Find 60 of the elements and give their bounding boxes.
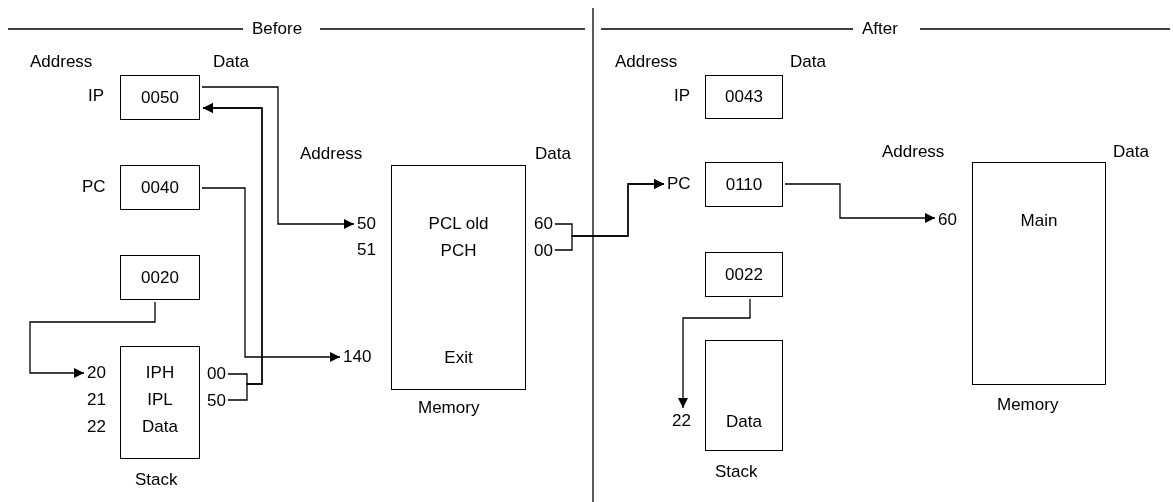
cell-text: Data bbox=[141, 417, 179, 437]
register-box bbox=[705, 162, 783, 207]
column-label: Address bbox=[615, 52, 678, 72]
cell-text: 0050 bbox=[140, 88, 180, 108]
address-value: 60 bbox=[938, 210, 957, 230]
cell-text: Exit bbox=[443, 348, 474, 368]
caption-label: IP bbox=[88, 86, 105, 106]
column-label: Address bbox=[882, 142, 945, 162]
cell-text: 0022 bbox=[724, 265, 764, 285]
address-value: PC bbox=[667, 174, 691, 194]
caption-label: IP bbox=[674, 86, 691, 106]
caption-label: Stack bbox=[135, 470, 178, 490]
cell-text: 0020 bbox=[140, 268, 180, 288]
arrow bbox=[201, 187, 341, 362]
caption-label: Memory bbox=[418, 398, 480, 418]
cell-text: 0040 bbox=[140, 178, 180, 198]
address-value: 00 bbox=[207, 364, 226, 384]
column-label: Data bbox=[1113, 142, 1149, 162]
arrow bbox=[201, 86, 355, 229]
column-label: Before bbox=[252, 19, 303, 39]
column-label: 21 bbox=[87, 390, 106, 410]
column-label: Data bbox=[790, 52, 826, 72]
memory-block bbox=[120, 346, 200, 459]
memory-block bbox=[972, 162, 1106, 385]
cell-text: IPH bbox=[144, 363, 176, 383]
cell-text: PCH bbox=[439, 241, 478, 261]
column-label: 22 bbox=[87, 417, 106, 437]
column-label: Address bbox=[300, 144, 363, 164]
register-box bbox=[120, 255, 200, 300]
arrow bbox=[554, 179, 665, 251]
address-value: 22 bbox=[672, 411, 691, 431]
address-value: 60 bbox=[534, 214, 553, 234]
address-value: 50 bbox=[207, 391, 226, 411]
register-box bbox=[705, 252, 783, 297]
arrow bbox=[784, 183, 936, 223]
cell-text: Data bbox=[725, 412, 763, 432]
cell-text: PCL old bbox=[427, 214, 490, 234]
address-value: 50 bbox=[357, 214, 376, 234]
arrow bbox=[678, 298, 751, 409]
caption-label: Stack bbox=[715, 462, 758, 482]
register-box bbox=[120, 165, 200, 210]
cell-text: 0110 bbox=[724, 175, 764, 195]
caption-label: Memory bbox=[997, 395, 1059, 415]
column-label: 51 bbox=[357, 240, 376, 260]
caption-label: PC bbox=[82, 177, 106, 197]
column-label: Address bbox=[30, 52, 93, 72]
address-value: 140 bbox=[343, 347, 372, 367]
cell-text: Main bbox=[1019, 211, 1059, 231]
cell-text: IPL bbox=[146, 390, 174, 410]
address-value: 00 bbox=[534, 241, 553, 261]
register-box bbox=[705, 75, 783, 119]
address-value: 20 bbox=[87, 363, 106, 383]
arrow bbox=[29, 301, 156, 378]
column-label: Data bbox=[213, 52, 249, 72]
memory-block bbox=[391, 165, 526, 390]
column-label: Data bbox=[535, 144, 571, 164]
register-box bbox=[120, 75, 200, 120]
memory-block bbox=[705, 340, 783, 451]
cell-text: 0043 bbox=[724, 87, 764, 107]
column-label: After bbox=[862, 19, 898, 39]
